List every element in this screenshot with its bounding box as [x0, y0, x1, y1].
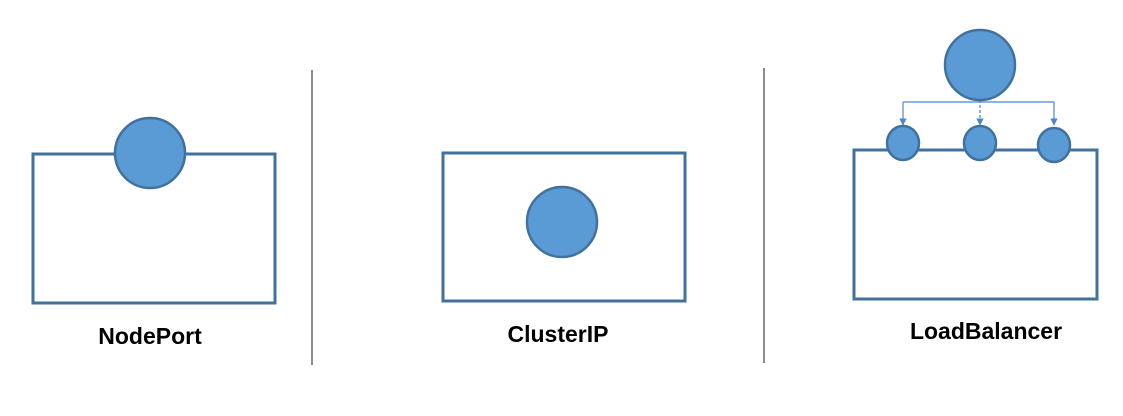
loadbalancer-port-right	[1036, 126, 1072, 164]
nodeport-service-circle	[113, 116, 187, 190]
loadbalancer-port-left	[885, 124, 921, 162]
clusterip-panel	[441, 151, 687, 303]
loadbalancer-node-box	[852, 148, 1099, 301]
clusterip-service-circle	[525, 185, 599, 259]
loadbalancer-panel	[852, 28, 1099, 301]
loadbalancer-connectors	[899, 100, 1058, 126]
nodeport-panel	[31, 116, 277, 305]
clusterip-label: ClusterIP	[507, 321, 609, 347]
nodeport-label: NodePort	[98, 323, 202, 349]
clusterip-node-box	[441, 151, 687, 303]
loadbalancer-port-middle	[962, 124, 998, 162]
loadbalancer-label: LoadBalancer	[909, 318, 1063, 344]
loadbalancer-circle	[943, 28, 1017, 102]
